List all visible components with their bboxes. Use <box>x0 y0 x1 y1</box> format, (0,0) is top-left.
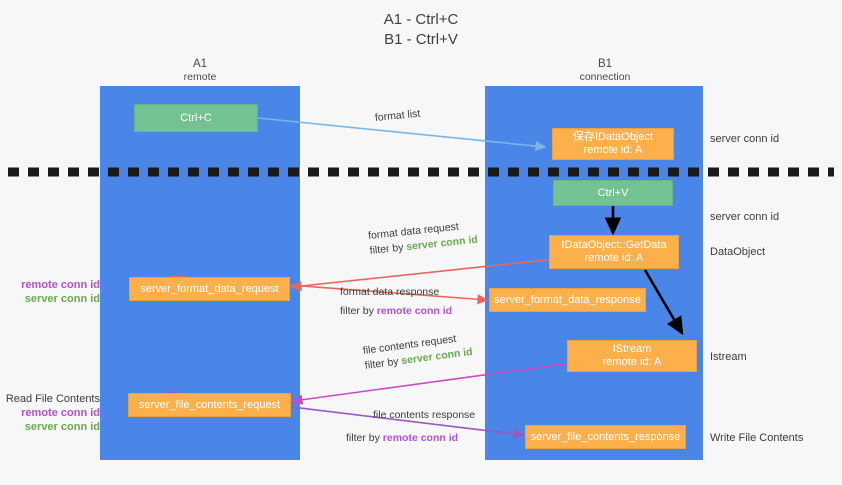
node-server-format-data-response[interactable]: server_format_data_response <box>489 288 646 312</box>
remote-conn-id-key: remote conn id <box>376 305 453 317</box>
right-annotation-server-conn-id-top: server conn id <box>710 133 780 145</box>
title-line-1: A1 - Ctrl+C <box>383 11 459 28</box>
node-idataobject-getdata-line2: remote id: A <box>584 252 644 264</box>
node-save-idataobject-line1: 保存IDataObject <box>572 131 654 143</box>
node-ctrl-v-label: Ctrl+V <box>597 186 629 199</box>
left-annotation-read-file-contents: Read File Contents <box>5 393 100 405</box>
left-annotation-server-conn-id: server conn id <box>24 421 100 433</box>
left-annotation-format-block: remote conn id server conn id <box>8 278 100 306</box>
filter-by-prefix: filter by <box>364 355 403 372</box>
page-title: A1 - Ctrl+C B1 - Ctrl+V <box>0 10 842 50</box>
edge-label-format-data-response-line1: format data response <box>340 286 440 298</box>
edge-label-file-contents-response-line2: filter by remote conn id <box>346 431 475 446</box>
left-annotation-remote-conn-id: remote conn id <box>21 279 100 291</box>
node-server-file-contents-request[interactable]: server_file_contents_request <box>128 393 291 417</box>
edge-label-file-contents-response-line1: file contents response <box>373 409 476 421</box>
remote-conn-id-key: remote conn id <box>382 432 459 444</box>
edge-label-file-contents-response: file contents response filter by remote … <box>346 408 476 446</box>
node-server-file-contents-response[interactable]: server_file_contents_response <box>525 425 686 449</box>
title-line-2: B1 - Ctrl+V <box>384 31 458 48</box>
right-annotation-istream: Istream <box>710 351 747 363</box>
node-server-file-contents-request-label: server_file_contents_request <box>138 398 281 411</box>
column-header-b1-sub: connection <box>579 71 631 83</box>
edge-label-format-list-text: format list <box>374 107 421 124</box>
left-annotation-remote-conn-id: remote conn id <box>21 407 100 419</box>
column-header-b1: B1 connection <box>525 58 685 84</box>
node-istream[interactable]: IStream remote id: A <box>567 340 697 372</box>
column-header-b1-name: B1 <box>597 58 613 70</box>
edge-label-format-data-response: format data response filter by remote co… <box>340 285 452 319</box>
filter-by-prefix: filter by <box>340 305 377 317</box>
filter-by-prefix: filter by <box>346 432 383 444</box>
edge-label-file-contents-request: file contents request filter by server c… <box>362 330 474 374</box>
node-idataobject-getdata[interactable]: IDataObject::GetData remote id: A <box>549 235 679 269</box>
edge-label-format-list: format list <box>374 107 421 126</box>
node-ctrl-c[interactable]: Ctrl+C <box>134 104 258 132</box>
edge-label-format-data-request: format data request filter by server con… <box>367 218 479 259</box>
filter-by-prefix: filter by <box>369 241 407 257</box>
node-server-format-data-request-label: server_format_data_request <box>140 282 279 295</box>
node-ctrl-c-label: Ctrl+C <box>180 111 212 124</box>
left-annotation-file-block: Read File Contents remote conn id server… <box>4 392 100 434</box>
node-server-format-data-request[interactable]: server_format_data_request <box>129 277 290 301</box>
node-istream-line2: remote id: A <box>602 356 662 368</box>
node-save-idataobject[interactable]: 保存IDataObject remote id: A <box>552 128 674 160</box>
node-istream-line1: IStream <box>612 343 652 355</box>
node-server-file-contents-response-label: server_file_contents_response <box>530 430 681 443</box>
column-header-a1: A1 remote <box>120 58 280 84</box>
column-header-a1-name: A1 <box>192 58 208 70</box>
node-idataobject-getdata-line1: IDataObject::GetData <box>561 239 667 251</box>
node-save-idataobject-line2: remote id: A <box>583 144 643 156</box>
node-server-format-data-response-label: server_format_data_response <box>494 293 641 306</box>
node-ctrl-v[interactable]: Ctrl+V <box>553 180 673 206</box>
edge-label-format-data-response-line2: filter by remote conn id <box>340 304 452 319</box>
right-annotation-server-conn-id-mid: server conn id <box>710 211 780 223</box>
column-header-a1-sub: remote <box>183 71 217 83</box>
right-annotation-write-file-contents: Write File Contents <box>710 432 804 444</box>
right-annotation-dataobject: DataObject <box>710 246 766 258</box>
left-annotation-server-conn-id: server conn id <box>24 293 100 305</box>
